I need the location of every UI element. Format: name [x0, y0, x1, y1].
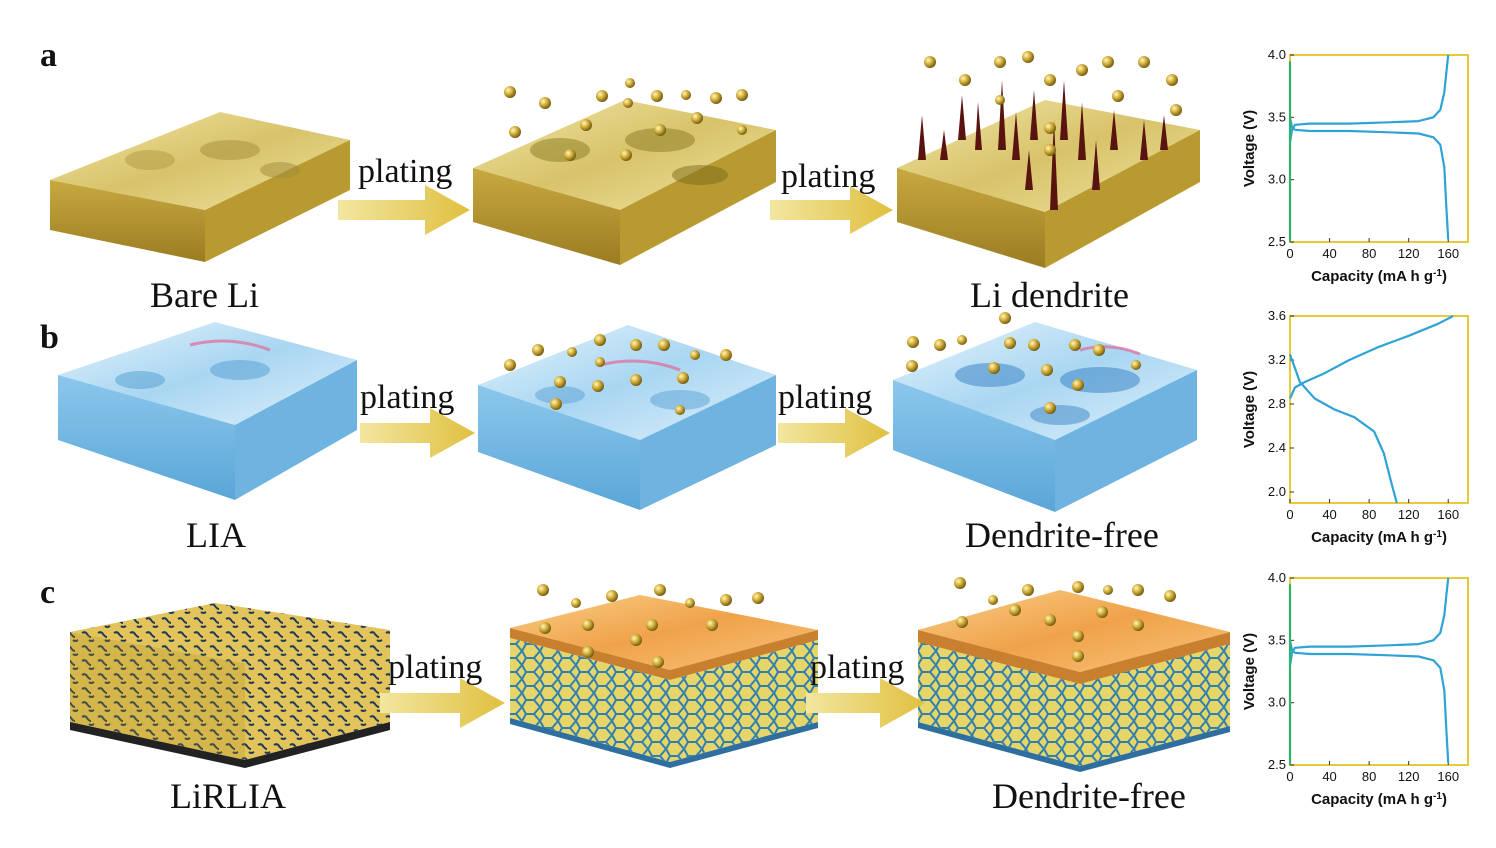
- y-tick-label: 3.5: [1268, 632, 1286, 647]
- chart-frame: [1289, 315, 1469, 504]
- x-tick-label: 120: [1398, 769, 1420, 784]
- label-lia: LIA: [186, 515, 246, 555]
- arrow-label-b1: plating: [360, 379, 454, 416]
- series-line-1: [1288, 640, 1450, 763]
- block-lirlia: [70, 603, 390, 768]
- x-axis-title: Capacity (mA h g-1): [1311, 268, 1447, 286]
- label-li-dendrite: Li dendrite: [970, 275, 1129, 315]
- arrow-label-c2: plating: [810, 649, 904, 686]
- arrow-label-a2: plating: [781, 158, 875, 195]
- arrow-label-a1: plating: [358, 153, 452, 190]
- y-tick-label: 3.6: [1268, 308, 1286, 323]
- chart-frame: [1289, 54, 1469, 243]
- arrow-label-c1: plating: [388, 649, 482, 686]
- label-bare-li: Bare Li: [150, 275, 259, 315]
- block-lia-dendrite-free: [893, 322, 1197, 512]
- block-bare-li: [50, 112, 350, 262]
- block-lirlia-dendrite-free: [918, 590, 1230, 772]
- x-tick-label: 80: [1362, 507, 1376, 522]
- block-lia: [58, 322, 357, 500]
- x-tick-label: 0: [1286, 507, 1293, 522]
- x-tick-label: 120: [1398, 507, 1420, 522]
- y-tick-label: 3.0: [1268, 695, 1286, 710]
- plating-arrows: [338, 185, 925, 728]
- x-tick-label: 40: [1322, 507, 1336, 522]
- label-lirlia-dendrite-free: Dendrite-free: [992, 776, 1186, 816]
- y-tick-label: 2.0: [1268, 484, 1286, 499]
- y-tick-label: 4.0: [1268, 47, 1286, 62]
- x-tick-label: 0: [1286, 769, 1293, 784]
- panel-letter-b: b: [40, 319, 59, 356]
- y-tick-label: 2.5: [1268, 757, 1286, 772]
- panel-letter-a: a: [40, 37, 57, 74]
- x-tick-label: 40: [1322, 769, 1336, 784]
- dendrite-group: [918, 80, 1168, 210]
- block-lirlia-plating-1: [510, 595, 818, 768]
- series-line-1: [1288, 117, 1450, 240]
- y-tick-label: 3.0: [1268, 172, 1286, 187]
- y-tick-label: 3.2: [1268, 352, 1286, 367]
- y-axis-title: Voltage (V): [1241, 633, 1258, 710]
- label-lirlia: LiRLIA: [170, 776, 286, 816]
- chart-frame: [1289, 577, 1469, 766]
- block-li-dendrite: [897, 80, 1200, 268]
- arrow-label-b2: plating: [778, 379, 872, 416]
- y-tick-label: 2.8: [1268, 396, 1286, 411]
- x-tick-label: 40: [1322, 246, 1336, 261]
- block-li-plating-1: [473, 100, 776, 265]
- block-lia-plating-1: [478, 325, 776, 510]
- x-tick-label: 0: [1286, 246, 1293, 261]
- y-axis-title: Voltage (V): [1241, 110, 1258, 187]
- y-tick-label: 2.5: [1268, 234, 1286, 249]
- series-line-0: [1288, 315, 1454, 399]
- label-lia-dendrite-free: Dendrite-free: [965, 515, 1159, 555]
- x-axis-title: Capacity (mA h g-1): [1311, 791, 1447, 809]
- x-tick-label: 160: [1437, 507, 1459, 522]
- x-tick-label: 160: [1437, 246, 1459, 261]
- y-axis-title: Voltage (V): [1241, 371, 1258, 448]
- y-tick-label: 2.4: [1268, 440, 1286, 455]
- li-ion-spheres: [504, 51, 1182, 668]
- x-tick-label: 80: [1362, 769, 1376, 784]
- x-tick-label: 80: [1362, 246, 1376, 261]
- y-tick-label: 4.0: [1268, 570, 1286, 585]
- x-axis-title: Capacity (mA h g-1): [1311, 529, 1447, 547]
- y-tick-label: 3.5: [1268, 109, 1286, 124]
- series-line-1: [1288, 354, 1398, 504]
- x-tick-label: 160: [1437, 769, 1459, 784]
- x-tick-label: 120: [1398, 246, 1420, 261]
- panel-letter-c: c: [40, 574, 55, 611]
- series-line-0: [1288, 577, 1450, 666]
- series-line-0: [1288, 54, 1450, 143]
